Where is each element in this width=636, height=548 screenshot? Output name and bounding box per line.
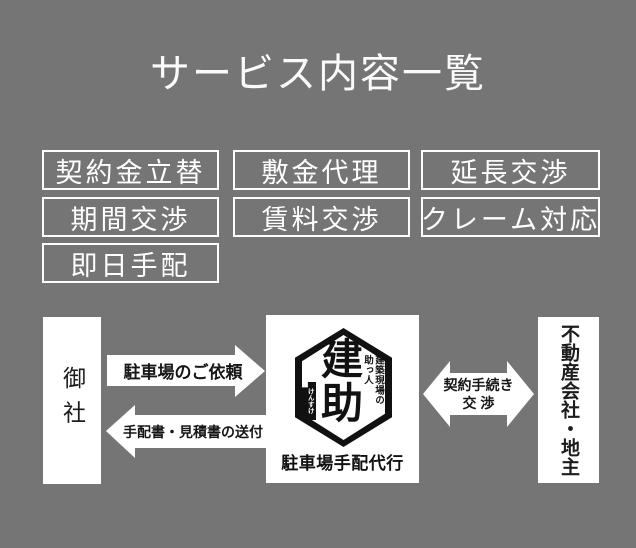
request-arrow-label: 駐車場のご依頼 bbox=[123, 363, 243, 382]
negotiation-arrow: 契約手続き 交 渉 bbox=[423, 361, 534, 427]
partner-box: 不動産会社・地主 bbox=[538, 317, 599, 483]
logo-side-tagline: 建築現場の助っ人 bbox=[362, 355, 384, 405]
service-tag-rent-negotiation: 賃料交渉 bbox=[233, 197, 410, 237]
service-tag-period-negotiation: 期間交渉 bbox=[42, 197, 219, 237]
service-tag-claim-handling: クレーム対応 bbox=[421, 197, 600, 237]
provider-caption: 駐車場手配代行 bbox=[281, 454, 404, 473]
provider-box: 建助 建築現場の助っ人 けんすけ 駐車場手配代行 bbox=[266, 315, 419, 483]
negotiation-arrow-label-line2: 交 渉 bbox=[462, 395, 495, 411]
negotiation-arrow-label-line1: 契約手続き bbox=[443, 377, 514, 393]
partner-box-label: 不動産会社・地主 bbox=[558, 324, 579, 476]
page-title: サービス内容一覧 bbox=[150, 52, 486, 96]
request-arrow: 駐車場のご依頼 bbox=[107, 345, 265, 397]
logo-main-kanji: 建助 bbox=[314, 337, 364, 425]
client-box: 御社 bbox=[43, 317, 101, 484]
response-arrow-label: 手配書・見積書の送付 bbox=[123, 423, 263, 440]
response-arrow: 手配書・見積書の送付 bbox=[106, 405, 266, 458]
service-tag-deposit-agency: 敷金代理 bbox=[233, 150, 410, 190]
logo-furigana-building-icon: けんすけ bbox=[302, 382, 316, 420]
service-tag-extension-negotiation: 延長交渉 bbox=[421, 150, 600, 190]
service-tag-same-day-arrangement: 即日手配 bbox=[42, 243, 219, 283]
service-tag-contract-advance: 契約金立替 bbox=[42, 150, 219, 190]
client-box-label: 御社 bbox=[59, 366, 86, 435]
kensuke-hexagon-logo: 建助 建築現場の助っ人 けんすけ bbox=[295, 328, 392, 447]
